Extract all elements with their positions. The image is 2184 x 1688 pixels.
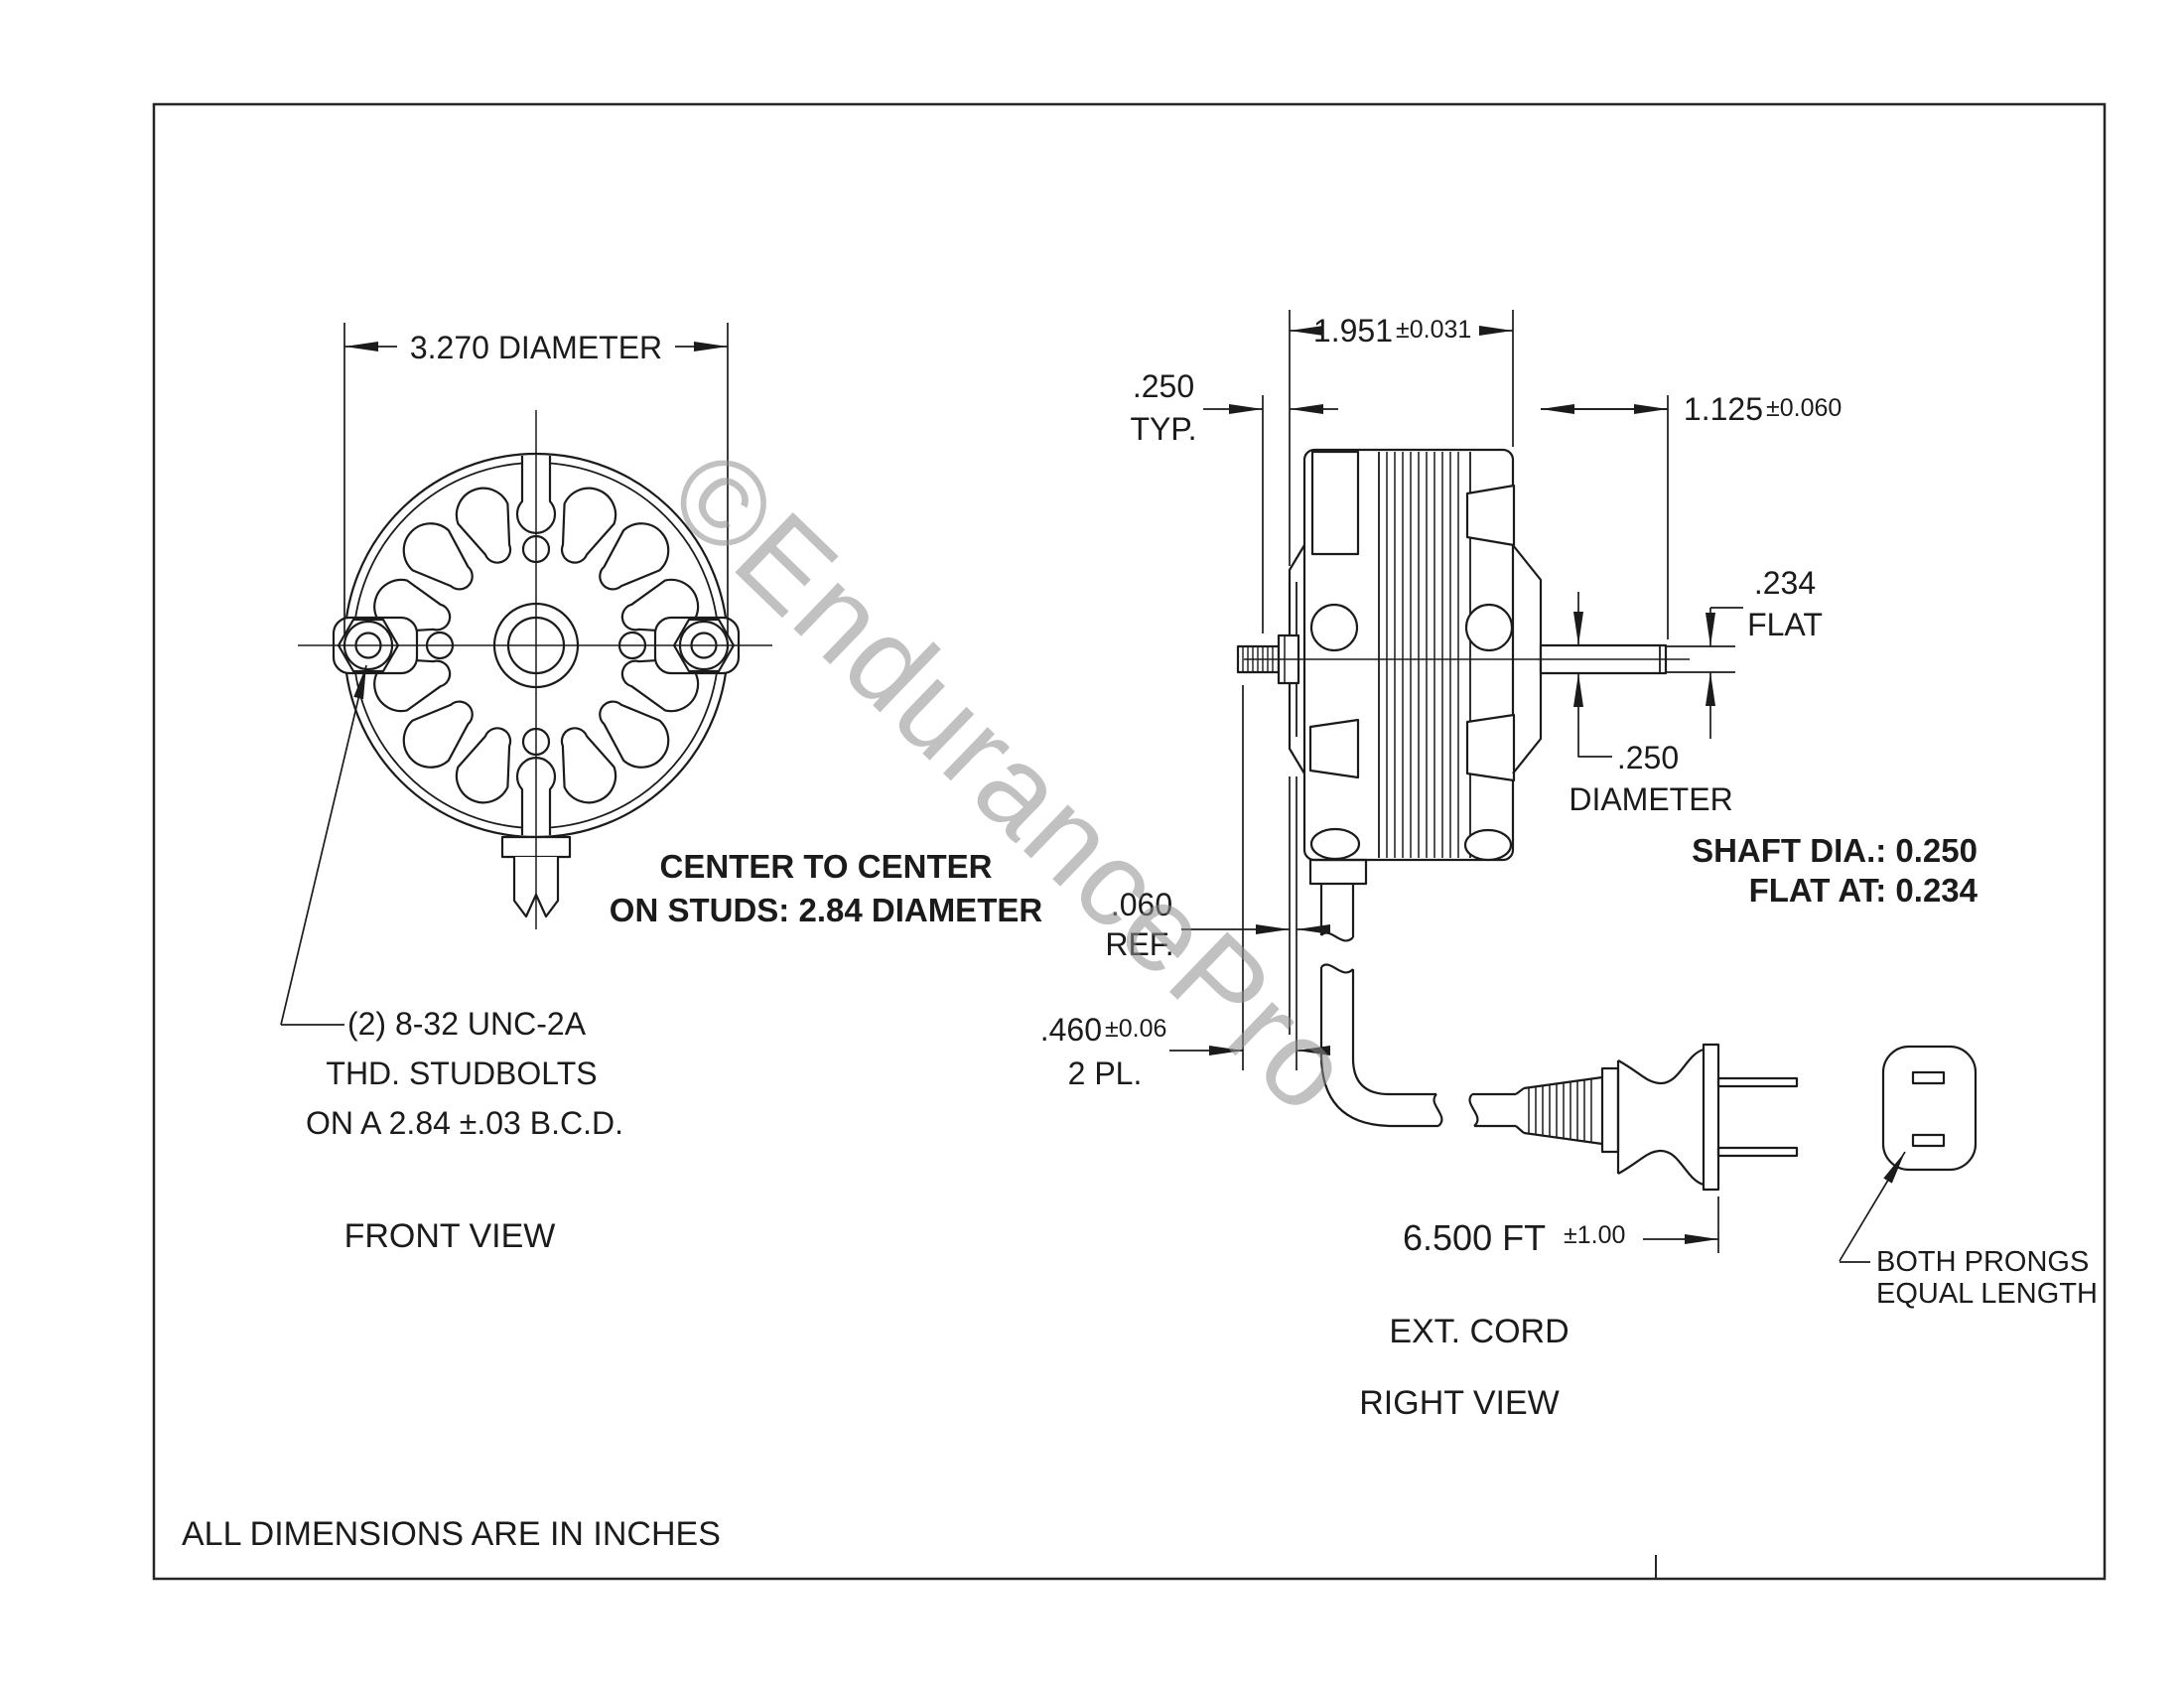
center-note-line2: ON STUDS: 2.84 DIAMETER (610, 892, 1043, 928)
cord-length-tol: ±1.00 (1564, 1221, 1625, 1249)
motor-body (1302, 448, 1515, 862)
plug (1515, 1043, 1799, 1192)
flat-dim-line1: .234 (1754, 565, 1816, 601)
shaft-note-line1: SHAFT DIA.: 0.250 (1692, 832, 1978, 869)
right-view-label: RIGHT VIEW (1359, 1384, 1560, 1422)
front-view-drawing (280, 323, 772, 1026)
prong-note-line1: BOTH PRONGS (1876, 1246, 2089, 1278)
right-view-drawing (1169, 310, 1978, 1263)
studbolt-note-line2: THD. STUDBOLTS (326, 1055, 597, 1091)
shaft-dia-dim-line2: DIAMETER (1569, 781, 1732, 817)
right-view-dimensions (1169, 310, 1906, 1263)
stud-dim-tol: ±0.06 (1105, 1015, 1166, 1043)
border-rect (152, 102, 2107, 1581)
front-diameter-dimension (343, 323, 729, 635)
shaft-length-tol: ±0.060 (1766, 394, 1842, 422)
cord-length-value: 6.500 FT (1403, 1217, 1546, 1258)
center-note-line1: CENTER TO CENTER (660, 848, 993, 885)
front-centerlines (298, 410, 772, 929)
length-dim-value: 1.951 (1313, 313, 1393, 349)
receptacle-slot-top (1911, 1070, 1946, 1085)
stud-dim-line2: 2 PL. (1068, 1055, 1143, 1091)
ref-dim-line1: .060 (1111, 887, 1172, 922)
receptacle-slot-bottom (1911, 1133, 1946, 1148)
sheet-frame (152, 102, 2107, 1581)
ref-dim-line2: REF. (1105, 926, 1173, 962)
stud-dim-value: .460 (1040, 1012, 1102, 1048)
cord-label: EXT. CORD (1389, 1313, 1569, 1350)
plug-prong-bottom (1716, 1146, 1799, 1158)
shaft-note-line2: FLAT AT: 0.234 (1749, 872, 1979, 909)
length-dim-tol: ±0.031 (1396, 316, 1471, 344)
studbolt-note-line3: ON A 2.84 ±.03 B.C.D. (306, 1105, 623, 1141)
studbolt-leader (280, 664, 367, 1026)
prong-note-line2: EQUAL LENGTH (1876, 1278, 2098, 1310)
front-view-label: FRONT VIEW (344, 1217, 556, 1255)
plug-prong-top (1716, 1076, 1799, 1088)
front-diameter-dim-label: 3.270 DIAMETER (410, 330, 662, 365)
shaft-length-value: 1.125 (1684, 391, 1763, 427)
shaft-dia-dim-line1: .250 (1617, 740, 1679, 775)
stud-protrusion-line1: .250 (1133, 368, 1194, 404)
endbell-cutouts (1308, 484, 1516, 862)
power-cord (1308, 858, 1516, 1128)
annotation-text: 3.270 DIAMETER CENTER TO CENTER ON STUDS… (182, 313, 2098, 1553)
terminal-box-edge (1310, 450, 1360, 556)
flat-dim-line2: FLAT (1747, 607, 1823, 642)
studbolt-note-line1: (2) 8-32 UNC-2A (347, 1006, 587, 1042)
receptacle (1881, 1045, 1978, 1172)
units-note: ALL DIMENSIONS ARE IN INCHES (182, 1515, 721, 1553)
lamination-hatch (1386, 452, 1459, 858)
strain-relief-ribs (1528, 1078, 1592, 1143)
stud-protrusion-line2: TYP. (1131, 411, 1197, 447)
